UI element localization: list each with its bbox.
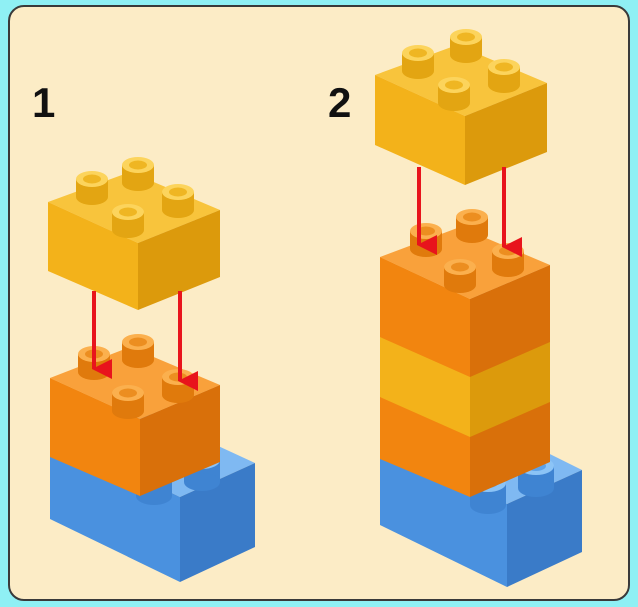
instruction-illustration	[48, 29, 582, 587]
step-2-number: 2	[328, 79, 352, 126]
step1-yellow-studs	[76, 157, 194, 238]
instruction-panel: 1 2	[8, 5, 630, 601]
step-1-number: 1	[32, 79, 56, 126]
step1-yellow-brick	[48, 157, 220, 310]
step2-yellow-studs	[402, 29, 520, 111]
step2-yellow-brick	[375, 29, 547, 185]
